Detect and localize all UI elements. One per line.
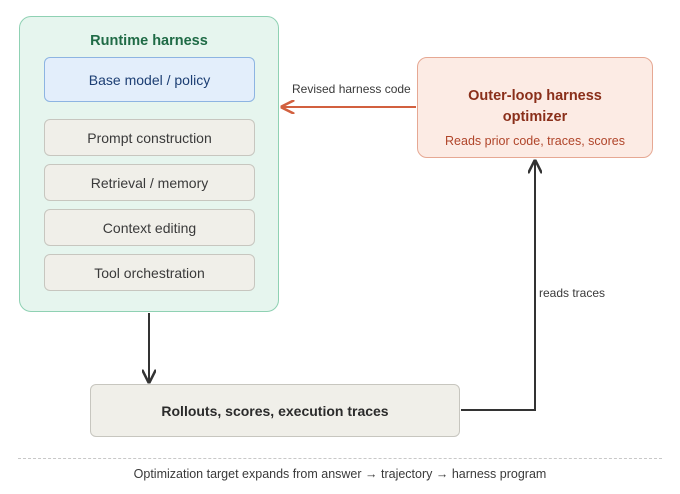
rollouts-box: Rollouts, scores, execution traces <box>90 384 460 437</box>
optimizer-subtitle: Reads prior code, traces, scores <box>445 134 625 148</box>
reads-traces-label: reads traces <box>539 286 606 300</box>
optimizer-title: Outer-loop harness optimizer <box>418 86 652 128</box>
module-context-editing: Context editing <box>44 209 255 246</box>
module-retrieval-memory: Retrieval / memory <box>44 164 255 201</box>
reads-traces-arrow <box>461 161 535 411</box>
revised-code-label: Revised harness code <box>292 82 411 96</box>
base-model-box: Base model / policy <box>44 57 255 102</box>
optimizer-title-line2: optimizer <box>502 109 568 125</box>
runtime-harness-title: Runtime harness <box>90 33 208 49</box>
runtime-harness-box: Runtime harness Base model / policy Prom… <box>19 16 279 312</box>
module-prompt-construction: Prompt construction <box>44 119 255 156</box>
optimizer-box: Outer-loop harness optimizer Reads prior… <box>417 57 653 158</box>
module-tool-orchestration: Tool orchestration <box>44 254 255 291</box>
footer-divider <box>18 458 662 459</box>
footer-caption: Optimization target expands from answer … <box>133 467 547 481</box>
optimizer-title-line1: Outer-loop harness <box>468 88 602 104</box>
